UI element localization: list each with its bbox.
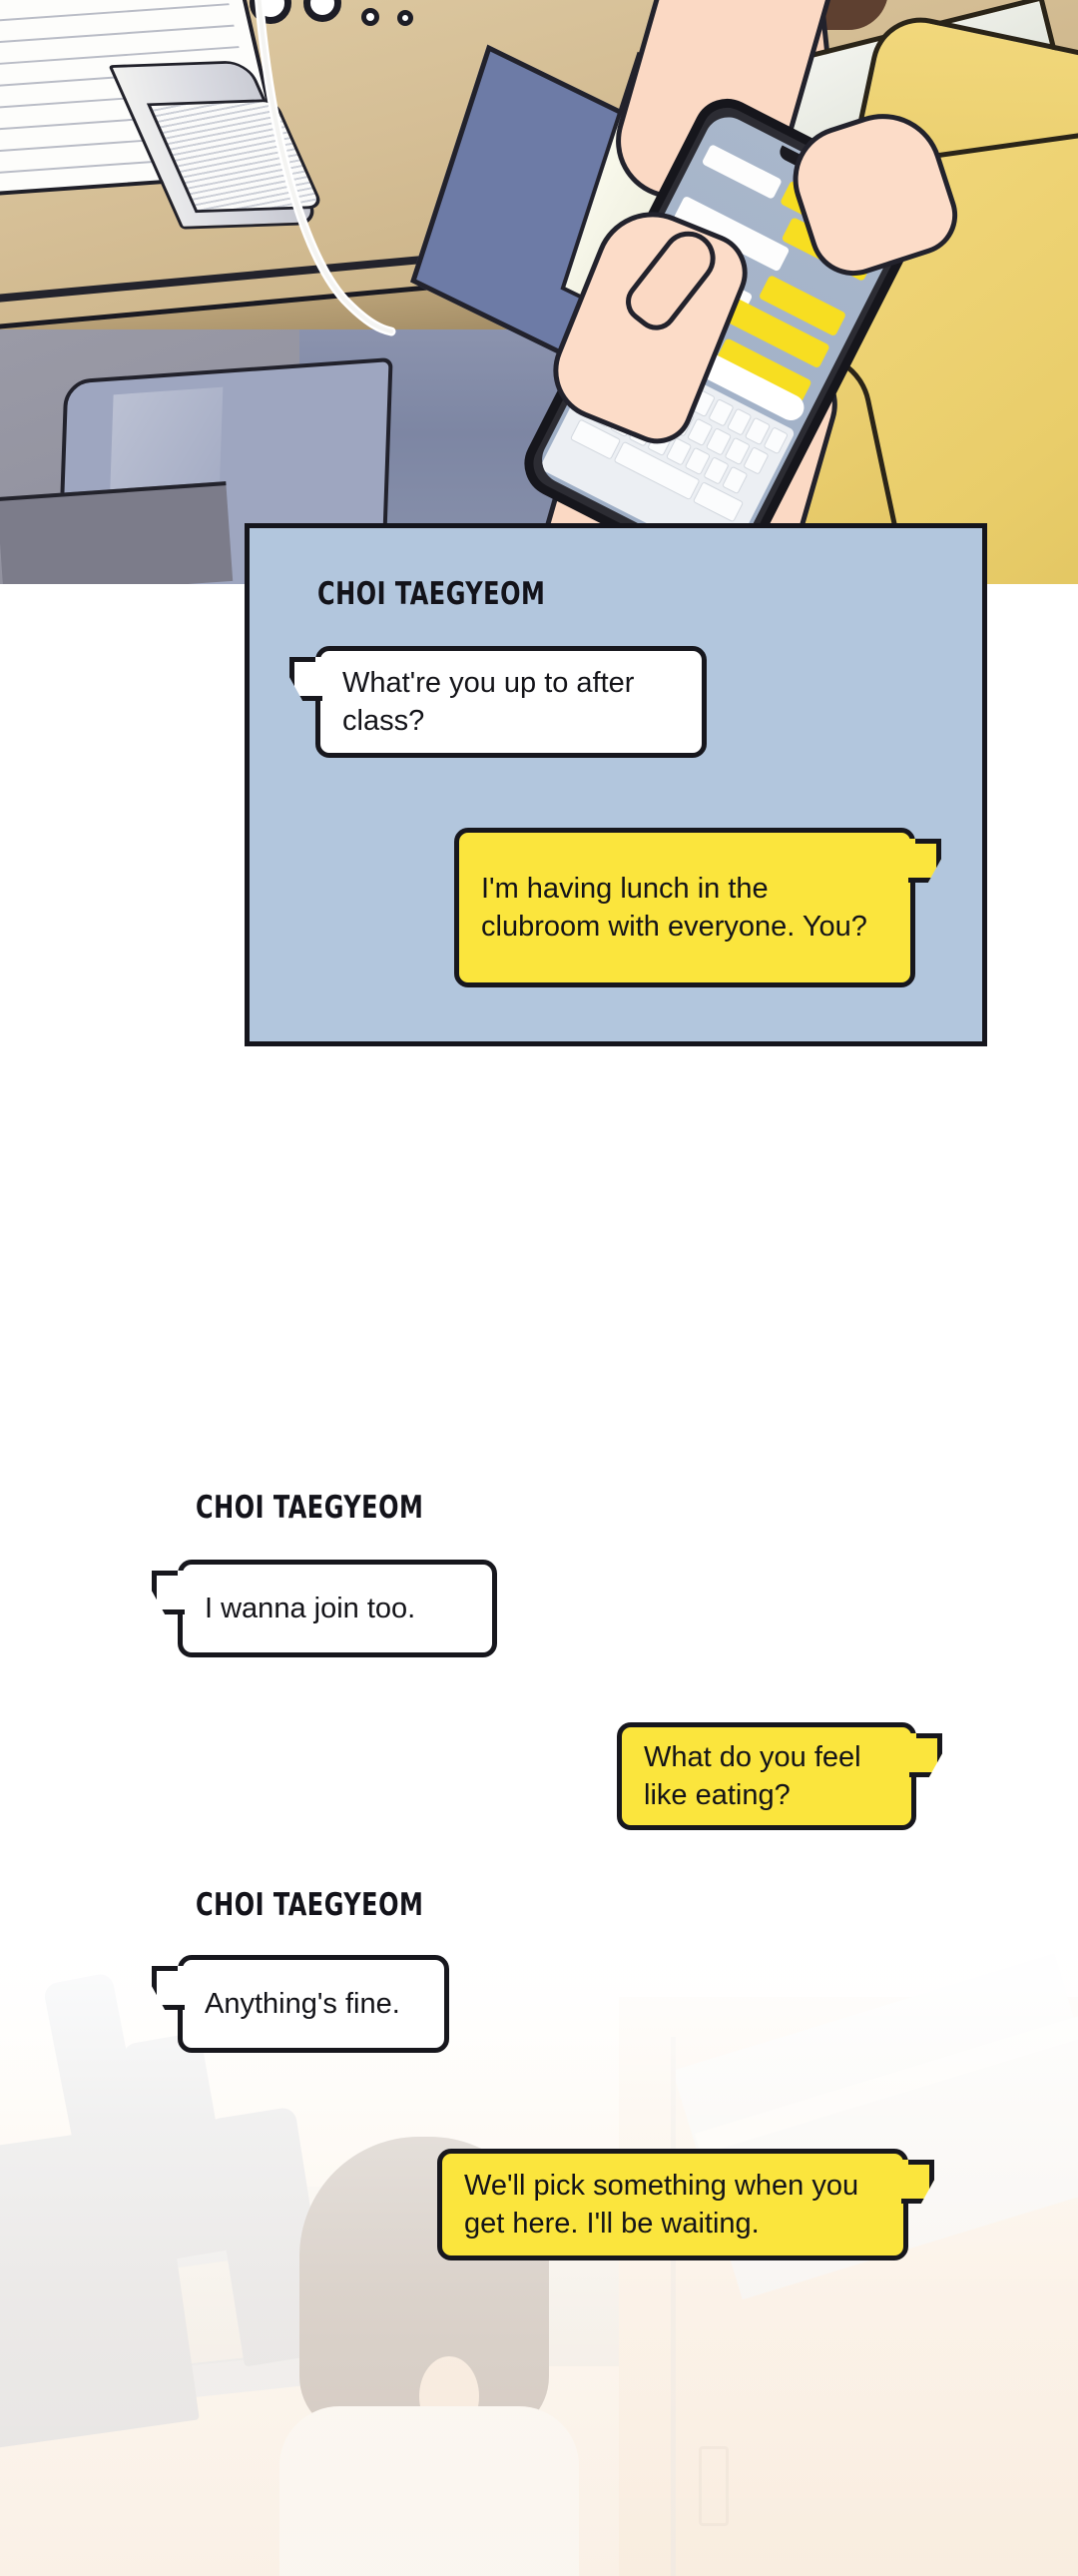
chat-bubble-outgoing[interactable]: What do you feel like eating? bbox=[617, 1722, 916, 1830]
speaker-name-label: CHOI TAEGYEOM bbox=[196, 1490, 424, 1526]
chat-bubble-text: I'm having lunch in the clubroom with ev… bbox=[481, 873, 867, 943]
chat-bubble-text: What do you feel like eating? bbox=[644, 1741, 861, 1811]
chat-bubble-text: Anything's fine. bbox=[205, 1988, 400, 2021]
chat-bubble-outgoing[interactable]: We'll pick something when you get here. … bbox=[437, 2149, 908, 2260]
balloon-pointer-line bbox=[255, 0, 396, 336]
speaker-name-label: CHOI TAEGYEOM bbox=[196, 1887, 424, 1923]
chat-bubble-incoming[interactable]: What're you up to after class? bbox=[315, 646, 707, 758]
chat-bubble-text: We'll pick something when you get here. … bbox=[464, 2170, 859, 2240]
chat-bubble-incoming[interactable]: Anything's fine. bbox=[178, 1955, 449, 2053]
chat-bubble-incoming[interactable]: I wanna join too. bbox=[178, 1560, 497, 1657]
speaker-name-label: CHOI TAEGYEOM bbox=[317, 576, 546, 612]
top-artwork-panel bbox=[0, 0, 1078, 584]
chat-panel-one: CHOI TAEGYEOM What're you up to after cl… bbox=[245, 523, 987, 1046]
chat-bubble-text: What're you up to after class? bbox=[342, 667, 635, 737]
chat-bubble-text: I wanna join too. bbox=[205, 1593, 416, 1625]
chat-bubble-outgoing[interactable]: I'm having lunch in the clubroom with ev… bbox=[454, 828, 915, 987]
